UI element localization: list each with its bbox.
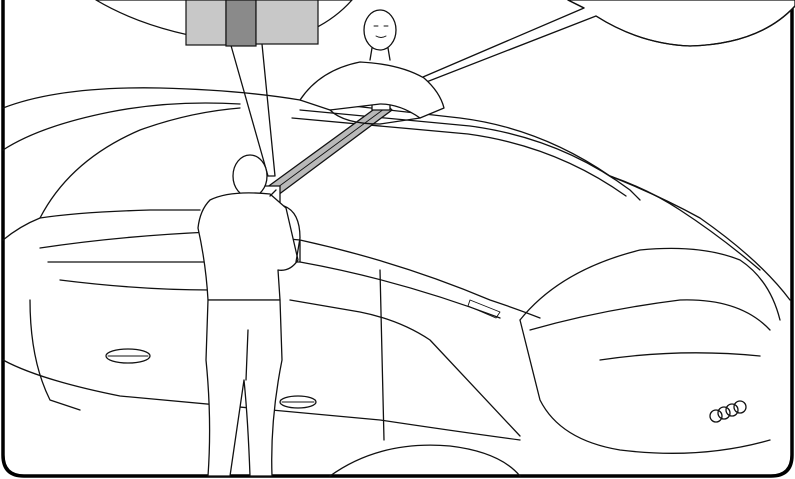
person-near-side	[198, 155, 300, 476]
car-body	[3, 88, 790, 476]
detail-callout-right	[388, 0, 795, 95]
door-handle-front	[106, 349, 150, 363]
car-logo-rings	[710, 401, 746, 422]
door-handle-rear	[280, 396, 316, 408]
